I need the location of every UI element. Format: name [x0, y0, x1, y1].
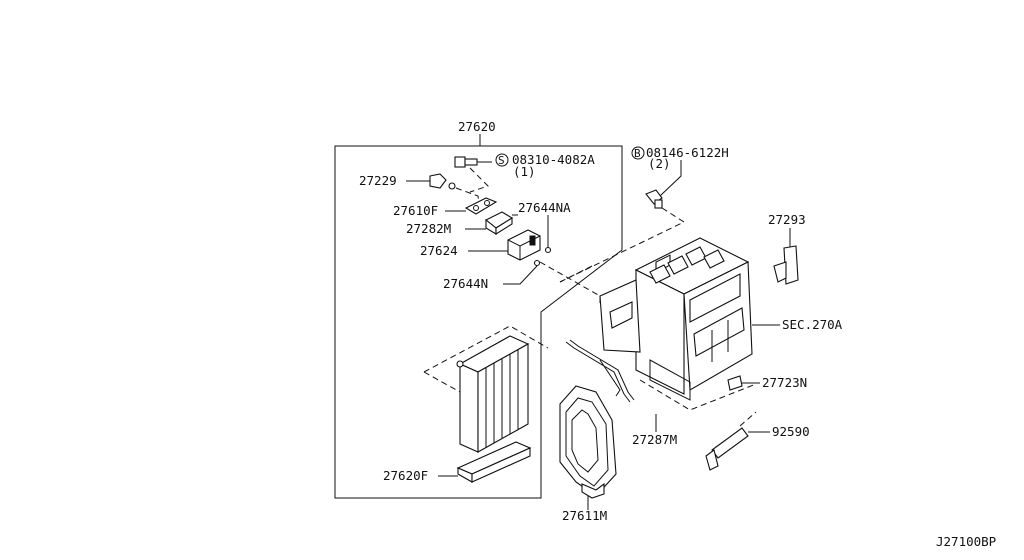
- label-sec270A: SEC.270A: [782, 317, 843, 332]
- connector-27723N-icon: [727, 375, 743, 391]
- fitting-27229-icon: [429, 173, 456, 190]
- b-code-circle: [631, 146, 645, 160]
- label-27610F: 27610F: [393, 203, 438, 218]
- label-27723N: 27723N: [762, 375, 807, 390]
- diagram-code: J27100BP: [936, 534, 996, 549]
- label-27229: 27229: [359, 173, 397, 188]
- clip-27293-icon: [773, 245, 799, 285]
- evaporator-core-27620-icon: [456, 335, 530, 453]
- label-b-code: B: [634, 147, 641, 160]
- label-27624: 27624: [420, 243, 458, 258]
- gasket-27610F-icon: [464, 197, 498, 215]
- label-92590: 92590: [772, 424, 810, 439]
- hose-92590-icon: [705, 427, 749, 471]
- label-08310-qty: (1): [513, 164, 536, 179]
- s-code-circle: [495, 153, 509, 167]
- seal-27620F-icon: [456, 441, 532, 483]
- label-27611M: 27611M: [562, 508, 607, 523]
- label-s-code: S: [498, 154, 505, 167]
- label-08146-qty: (2): [648, 156, 671, 171]
- expansion-valve-27624-icon: [507, 229, 541, 261]
- heater-unit-housing-icon: [599, 237, 753, 401]
- oring-27644NA-icon: [544, 246, 552, 254]
- duct-27287M-icon: [565, 339, 635, 403]
- filter-case-27611M-icon: [559, 385, 617, 499]
- label-27644NA: 27644NA: [518, 200, 571, 215]
- label-27620: 27620: [458, 119, 496, 134]
- label-27293: 27293: [768, 212, 806, 227]
- bolt-08310-icon: [454, 156, 492, 168]
- bolt-08146-icon: [645, 189, 663, 209]
- label-27287M: 27287M: [632, 432, 677, 447]
- oring-27644N-icon: [533, 259, 541, 267]
- label-27620F: 27620F: [383, 468, 428, 483]
- block-27282M-icon: [484, 211, 514, 235]
- label-27282M: 27282M: [406, 221, 451, 236]
- label-08310: 08310-4082A: [512, 152, 595, 167]
- label-27644N: 27644N: [443, 276, 488, 291]
- label-08146: 08146-6122H: [646, 145, 729, 160]
- assembly-frame: [334, 145, 623, 499]
